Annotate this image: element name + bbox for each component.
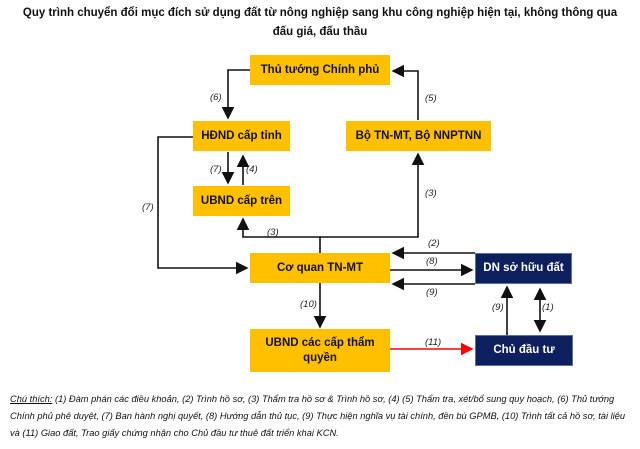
label-1: (1) <box>542 302 554 313</box>
label-3a: (3) <box>267 227 279 238</box>
label-9b: (9) <box>492 302 504 313</box>
arrow-3b <box>320 152 425 238</box>
label-10: (10) <box>300 299 317 310</box>
node-hdnd: HĐND cấp tỉnh <box>193 121 290 151</box>
label-2: (2) <box>428 238 440 249</box>
legend: Chú thích: (1) Đàm phán các điều khoản, … <box>10 391 635 442</box>
legend-heading: Chú thích: <box>10 394 53 404</box>
legend-text: (1) Đàm phán các điều khoản, (2) Trình h… <box>10 394 626 438</box>
node-dn: DN sở hữu đất <box>475 253 572 284</box>
node-co-quan: Cơ quan TN-MT <box>250 253 390 283</box>
label-8: (8) <box>426 256 438 267</box>
node-chu-dau-tu: Chủ đầu tư <box>475 335 573 366</box>
diagram-title: Quy trình chuyển đổi mục đích sử dụng đấ… <box>22 7 618 38</box>
arrow-7b <box>157 136 249 275</box>
arrow-6 <box>221 69 250 120</box>
label-7a: (7) <box>210 164 222 175</box>
label-3b: (3) <box>425 188 437 199</box>
label-6: (6) <box>210 92 222 103</box>
node-ubnd-cac: UBND các cấp thẩm quyền <box>250 329 390 372</box>
arrow-5 <box>391 64 419 120</box>
label-9a: (9) <box>426 287 438 298</box>
node-bo: Bộ TN-MT, Bộ NNPTNN <box>346 121 491 151</box>
label-11: (11) <box>425 337 442 348</box>
arrow-3a <box>236 217 321 253</box>
label-7b: (7) <box>142 202 154 213</box>
node-thu-tuong: Thủ tướng Chính phủ <box>250 55 390 85</box>
node-ubnd-tren: UBND cấp trên <box>193 186 290 216</box>
label-4: (4) <box>246 164 258 175</box>
label-5: (5) <box>425 93 437 104</box>
